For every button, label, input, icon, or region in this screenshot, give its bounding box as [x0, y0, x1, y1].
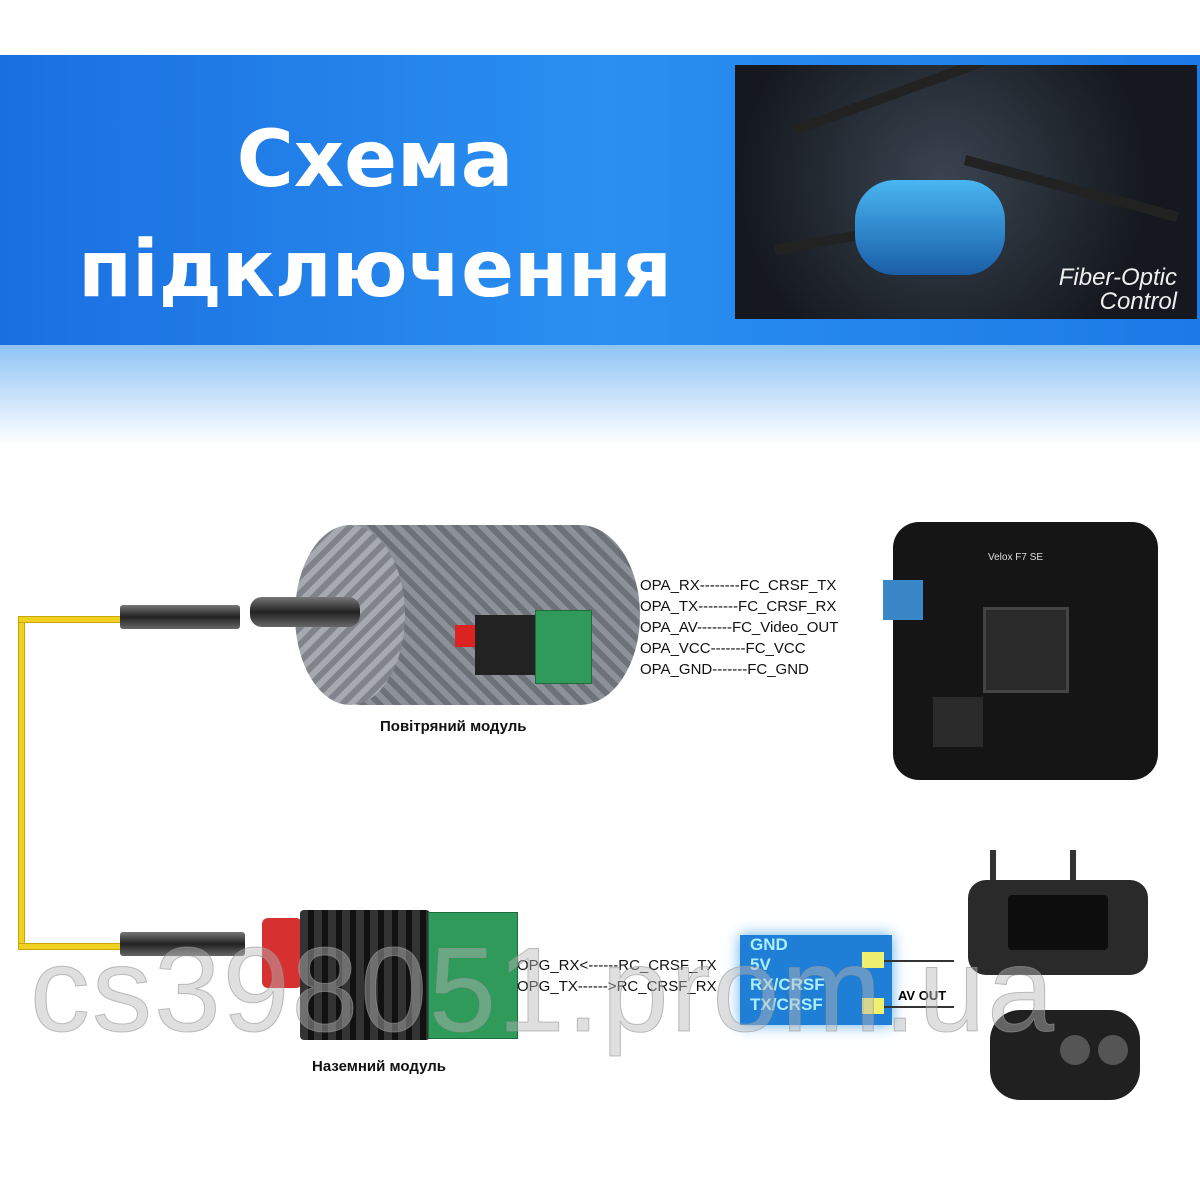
- fiber-spool: [855, 180, 1005, 275]
- fiber-cable: [18, 618, 25, 950]
- drone-photo: Fiber-Optic Control: [735, 65, 1197, 319]
- connection-line: OPA_RX--------FC_CRSF_TX: [640, 577, 837, 594]
- goggle-lens: [1098, 1035, 1128, 1065]
- caption-line-2: Control: [1099, 288, 1177, 315]
- fpv-goggles: [990, 1010, 1140, 1100]
- title-line-1: Схема: [236, 115, 514, 205]
- connection-line: OPA_GND-------FC_GND: [640, 661, 809, 678]
- connection-line: OPA_VCC-------FC_VCC: [640, 640, 806, 657]
- remote-controller: [968, 880, 1148, 975]
- fc-bluetooth-module: [883, 580, 923, 620]
- flight-controller: Velox F7 SE: [883, 522, 1158, 780]
- connection-line: OPG_RX<------RC_CRSF_TX: [517, 957, 717, 974]
- connection-line: OPA_AV-------FC_Video_OUT: [640, 619, 839, 636]
- fc-connector: [120, 605, 240, 629]
- goggle-lens: [1060, 1035, 1090, 1065]
- fiber-cable: [18, 943, 125, 950]
- pin-label: 5V: [750, 955, 771, 974]
- wire: [884, 960, 954, 962]
- connection-line: OPG_TX------>RC_CRSF_RX: [517, 978, 717, 995]
- connection-line: OPA_TX--------FC_CRSF_RX: [640, 598, 837, 615]
- page-title: Схема підключення: [60, 105, 690, 325]
- red-connector: [455, 625, 475, 647]
- rc-antenna: [990, 850, 996, 885]
- ground-red-connector: [262, 918, 302, 988]
- drone-arm: [793, 65, 985, 135]
- pin-label: GND: [750, 935, 788, 954]
- rc-antenna: [1070, 850, 1076, 885]
- fc-connector: [120, 932, 245, 956]
- solder-pad: [862, 952, 884, 968]
- av-out-label: AV OUT: [898, 988, 947, 1003]
- air-module-port: [250, 597, 360, 627]
- air-connections: OPA_RX--------FC_CRSF_TX OPA_TX--------F…: [640, 575, 838, 680]
- photo-caption: Fiber-Optic Control: [1059, 266, 1177, 314]
- ground-module-label: Наземний модуль: [312, 1058, 446, 1075]
- fc-mcu: [983, 607, 1069, 693]
- air-module-label: Повітряний модуль: [380, 718, 527, 735]
- ground-module: [300, 910, 430, 1040]
- fiber-cable: [18, 616, 125, 623]
- pin-label: RX/CRSF: [750, 975, 825, 994]
- solder-pad: [862, 998, 884, 1014]
- header-fade: [0, 345, 1200, 445]
- pin-label: TX/CRSF: [750, 995, 823, 1014]
- optical-transceiver: [475, 615, 535, 675]
- fc-chip: [933, 697, 983, 747]
- ground-pcb: [428, 912, 518, 1039]
- air-pcb: [535, 610, 592, 684]
- rc-screen: [1008, 895, 1108, 950]
- title-line-2: підключення: [78, 225, 672, 315]
- fc-board-text: Velox F7 SE: [988, 552, 1044, 563]
- ground-connections: OPG_RX<------RC_CRSF_TX OPG_TX------>RC_…: [517, 955, 717, 997]
- caption-line-1: Fiber-Optic: [1058, 264, 1177, 291]
- wire: [884, 1006, 954, 1008]
